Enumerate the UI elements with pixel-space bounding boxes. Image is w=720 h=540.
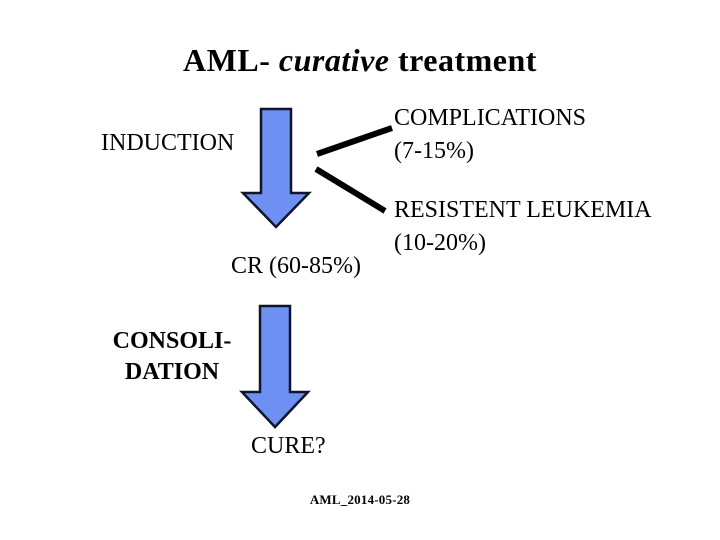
complications-rate: (7-15%) (394, 138, 474, 164)
induction-down-arrow-icon (240, 107, 312, 229)
resistent-leukemia-block: RESISTENT LEUKEMIA (10-20%) (394, 194, 652, 260)
consolidation-down-arrow-icon (239, 304, 311, 429)
complications-connector-line (316, 125, 393, 157)
title-prefix: AML- (183, 42, 279, 78)
resistent-leukemia-rate: (10-20%) (394, 230, 486, 256)
cr-rate-label: CR (60-85%) (231, 253, 361, 279)
consolidation-line1: CONSOLI- (112, 328, 232, 354)
complications-block: COMPLICATIONS (7-15%) (394, 102, 586, 168)
resistent-connector-line (314, 166, 387, 214)
slide-footer: AML_2014-05-28 (309, 492, 411, 507)
complications-label: COMPLICATIONS (394, 105, 587, 131)
cure-label: CURE? (251, 433, 326, 459)
resistent-leukemia-label: RESISTENT LEUKEMIA (394, 197, 652, 223)
title-suffix: treatment (389, 42, 537, 78)
induction-label: INDUCTION (101, 130, 235, 156)
slide-title: AML- curative treatment (0, 42, 720, 79)
title-emphasis: curative (278, 42, 390, 78)
consolidation-line2: DATION (124, 359, 220, 385)
consolidation-label: CONSOLI- DATION (92, 326, 252, 388)
